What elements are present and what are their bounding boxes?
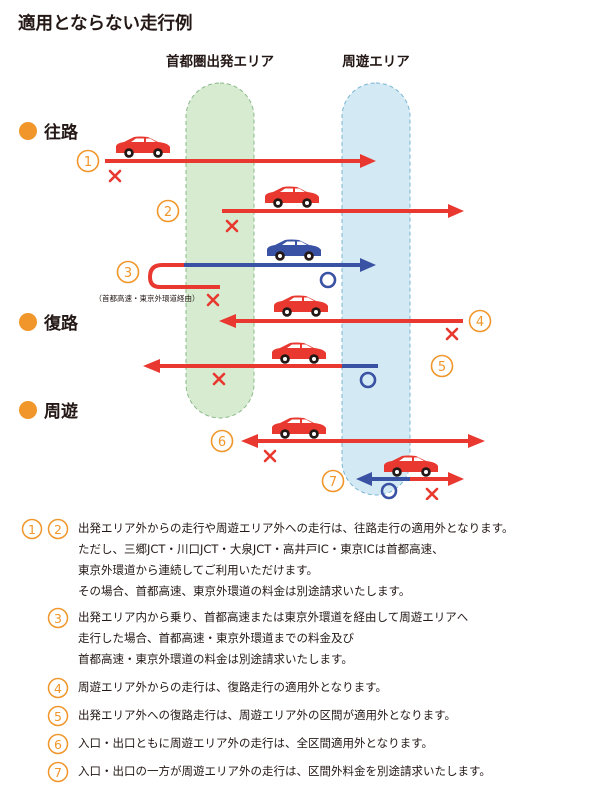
orange-dot-icon [19, 122, 37, 140]
marker-5 [430, 354, 454, 378]
marker-2 [156, 199, 180, 223]
note-4-text: 周遊エリア外からの走行は、復路走行の適用外となります。 [78, 680, 388, 694]
note-6: 入口・出口ともに周遊エリア外の走行は、全区間適用外となります。 [78, 733, 433, 754]
diagram: 適用とならない走行例 首都圏出発エリア 周遊エリア 往路 復路 周遊 1 2 [18, 13, 492, 500]
section-outbound: 往路 [44, 122, 79, 143]
section-return: 復路 [43, 313, 79, 334]
note-1-2-line-1: 出発エリア外からの走行や周遊エリア外への走行は、往路走行の適用外となります。 [78, 521, 514, 535]
marker-3-label: 3 [124, 266, 132, 281]
note-marker-4 [47, 677, 69, 699]
svg-text:3: 3 [54, 611, 62, 626]
note-3-line-1: 出発エリア内から乗り、首都高速または東京外環道を経由して周遊エリアへ [78, 610, 469, 624]
note-3: 出発エリア内から乗り、首都高速または東京外環道を経由して周遊エリアへ 走行した場… [78, 607, 468, 670]
route-1: 1 [76, 136, 376, 183]
svg-text:6: 6 [54, 737, 62, 752]
svg-text:5: 5 [54, 709, 62, 724]
note-marker-3 [47, 607, 69, 629]
orange-dot-icon [19, 401, 37, 419]
marker-3 [116, 260, 140, 284]
svg-text:7: 7 [54, 765, 62, 780]
tour-zone-label: 周遊エリア [342, 53, 410, 70]
origin-zone-label: 首都圏出発エリア [166, 53, 274, 70]
route-4: 4 [219, 295, 492, 341]
note-1-2-line-2: ただし、三郷JCT・川口JCT・大泉JCT・高井戸IC・東京ICは首都高速、 [78, 542, 444, 556]
note-6-text: 入口・出口ともに周遊エリア外の走行は、全区間適用外となります。 [78, 736, 434, 750]
note-3-line-3: 首都高速・東京外環道の料金は別途請求いたします。 [78, 652, 353, 666]
marker-1 [76, 149, 100, 173]
note-1-2-line-3: 東京外環道から連続してご利用いただけます。 [78, 563, 319, 577]
marker-1-label: 1 [84, 155, 92, 170]
marker-4-label: 4 [476, 315, 484, 330]
note-marker-5 [47, 705, 69, 727]
page-title: 適用とならない走行例 [18, 13, 192, 34]
note-7-text: 入口・出口の一方が周遊エリア外の走行は、区間外料金を別途請求いたします。 [78, 764, 491, 778]
note-7: 入口・出口の一方が周遊エリア外の走行は、区間外料金を別途請求いたします。 [78, 761, 491, 782]
note-1-2-line-4: その場合、首都高速、東京外環道の料金は別途請求いたします。 [78, 584, 411, 598]
marker-2-label: 2 [164, 205, 172, 220]
svg-text:4: 4 [54, 681, 62, 696]
note-5-text: 出発エリア外への復路走行は、周遊エリア外の区間が適用外となります。 [78, 708, 457, 722]
marker-7-label: 7 [329, 475, 337, 490]
svg-text:1: 1 [28, 522, 36, 537]
route-7: 7 [321, 455, 464, 500]
note-4: 周遊エリア外からの走行は、復路走行の適用外となります。 [78, 677, 387, 698]
note-5: 出発エリア外への復路走行は、周遊エリア外の区間が適用外となります。 [78, 705, 456, 726]
tour-zone [341, 82, 411, 496]
orange-dot-icon [19, 313, 37, 331]
note-1-2: 出発エリア外からの走行や周遊エリア外への走行は、往路走行の適用外となります。 た… [78, 518, 514, 602]
marker-6-label: 6 [218, 435, 226, 450]
marker-6 [210, 429, 234, 453]
route-3: 3 （首都高速・東京外環道経由） [95, 239, 376, 307]
marker-4 [468, 309, 492, 333]
marker-7 [321, 469, 345, 493]
route-6: 6 [210, 417, 485, 463]
note-marker-6 [47, 733, 69, 755]
route-5: 5 [143, 342, 454, 389]
marker-5-label: 5 [438, 360, 446, 375]
origin-zone [185, 82, 255, 419]
note-marker-2 [47, 518, 69, 540]
note-marker-1 [21, 518, 43, 540]
route-2: 2 [156, 186, 464, 233]
svg-text:2: 2 [54, 522, 62, 537]
note-3-line-2: 走行した場合、首都高速・東京外環道までの料金及び [78, 631, 354, 645]
route-3-note: （首都高速・東京外環道経由） [95, 293, 200, 303]
section-tour: 周遊 [44, 401, 78, 422]
note-marker-7 [47, 761, 69, 783]
